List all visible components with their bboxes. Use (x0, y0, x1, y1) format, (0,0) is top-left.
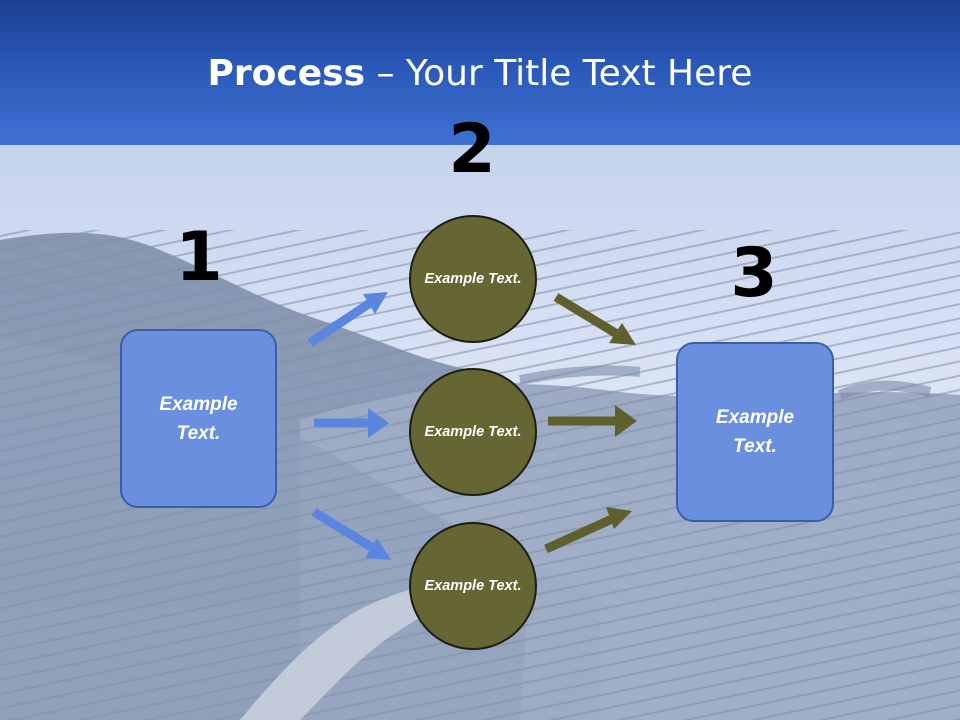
blue-arrow-up (307, 292, 388, 347)
step-number-1: 1 (175, 218, 223, 297)
step-1-box: Example Text. (120, 329, 277, 508)
blue-arrow-middle (314, 408, 389, 438)
step-2-circle-middle: Example Text. (409, 368, 537, 496)
olive-arrow-down (553, 293, 636, 345)
slide-title: Process – Your Title Text Here (0, 52, 960, 96)
blue-arrow-down (311, 508, 391, 560)
step-number-2: 2 (448, 110, 496, 189)
title-bar (0, 0, 960, 145)
olive-arrow-middle (548, 405, 637, 437)
circle-middle-text: Example Text. (424, 423, 522, 440)
title-bold: Process (207, 53, 366, 94)
step-2-circle-bottom: Example Text. (409, 522, 537, 650)
step-3-box-text: Example Text. (715, 407, 795, 457)
step-2-circle-top: Example Text. (409, 215, 537, 343)
title-rest: – Your Title Text Here (365, 53, 753, 94)
step-number-3: 3 (730, 234, 778, 313)
circle-bottom-text: Example Text. (424, 577, 522, 594)
step-1-box-text: Example Text. (159, 393, 238, 444)
circle-top-text: Example Text. (424, 270, 522, 287)
step-3-box: Example Text. (676, 342, 834, 522)
olive-arrow-up (544, 507, 632, 554)
